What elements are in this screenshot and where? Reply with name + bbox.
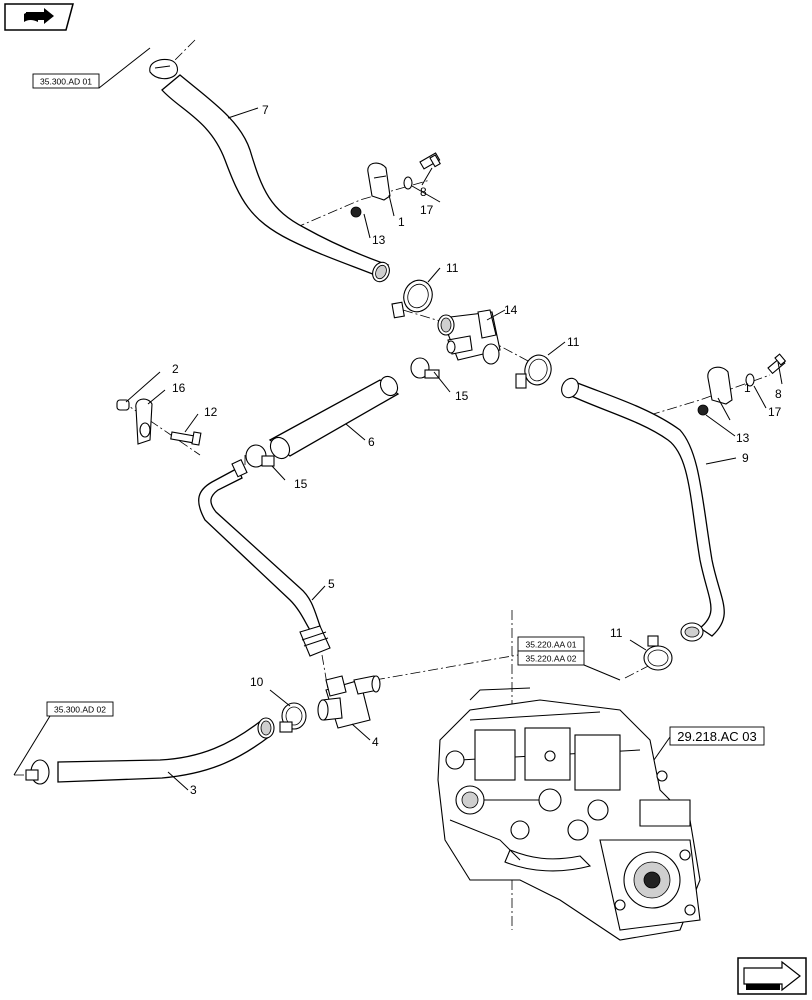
- spacer-2: [116, 399, 130, 411]
- bolt-8-right: [767, 353, 787, 375]
- callout-17-top: 17: [420, 203, 434, 217]
- callout-12: 12: [204, 405, 218, 419]
- callout-14: 14: [504, 303, 518, 317]
- clamp-15-mid: [410, 357, 440, 379]
- tee-4: [317, 675, 381, 729]
- hose-9: [561, 377, 737, 642]
- washer-17-right: [745, 373, 755, 387]
- callout-15-left: 15: [294, 477, 308, 491]
- next-page-arrow-icon[interactable]: [737, 957, 807, 995]
- callout-13-right: 13: [736, 431, 750, 445]
- hydraulic-pump-assembly: [437, 687, 701, 941]
- nut-13-top: [350, 206, 362, 218]
- callout-8-right: 8: [775, 387, 782, 401]
- callout-4: 4: [372, 735, 379, 749]
- ref-box-right-2[interactable]: 35.220.AA 02: [517, 650, 585, 666]
- clamp-11-upper: [391, 279, 433, 319]
- bracket-1-right: [707, 366, 733, 405]
- tube-5: [198, 459, 331, 657]
- ref-box-top[interactable]: 35.300.AD 01: [32, 73, 100, 89]
- clamp-11-lower: [643, 635, 673, 671]
- callout-16: 16: [172, 381, 186, 395]
- hose-3: [57, 717, 275, 791]
- washer-17-top: [403, 176, 413, 190]
- svg-text:29.218.AC 03: 29.218.AC 03: [677, 729, 757, 744]
- clamp-top: [149, 58, 179, 80]
- ref-box-right-1[interactable]: 35.220.AA 01: [517, 636, 585, 652]
- clamp-10: [279, 702, 307, 733]
- callout-6: 6: [368, 435, 375, 449]
- callout-11-lower: 11: [610, 626, 623, 640]
- clamp-lower-left: [25, 759, 50, 785]
- callout-15-mid: 15: [455, 389, 469, 403]
- clip-16: [135, 398, 153, 445]
- svg-text:35.220.AA 02: 35.220.AA 02: [525, 654, 576, 664]
- bolt-8-top: [419, 152, 441, 170]
- hose-6: [268, 375, 400, 460]
- hose-7: [161, 74, 390, 283]
- callout-10: 10: [250, 675, 264, 689]
- tee-14: [437, 309, 501, 365]
- callout-5: 5: [328, 577, 335, 591]
- svg-text:35.220.AA 01: 35.220.AA 01: [525, 640, 576, 650]
- callout-17-right: 17: [768, 405, 782, 419]
- svg-text:35.300.AD 01: 35.300.AD 01: [40, 77, 92, 87]
- bolt-12: [170, 431, 202, 446]
- svg-text:35.300.AD 02: 35.300.AD 02: [54, 705, 106, 715]
- book-arrow-icon[interactable]: [4, 3, 74, 31]
- callout-1-top: 1: [398, 215, 405, 229]
- clamp-11-right: [515, 354, 552, 389]
- callout-3: 3: [190, 783, 197, 797]
- clamp-15-left: [245, 444, 275, 468]
- callout-2: 2: [172, 362, 179, 376]
- callout-8-top: 8: [420, 185, 427, 199]
- callout-13-top: 13: [372, 233, 386, 247]
- callout-11-right: 11: [567, 335, 580, 349]
- callout-11-upper: 11: [446, 261, 459, 275]
- callout-7: 7: [262, 103, 269, 117]
- callout-labels: 7 8 17 1 13 11 14 11 2 16 12 15 6 15 5 1…: [172, 103, 782, 797]
- ref-box-mid-left[interactable]: 35.300.AD 02: [46, 701, 114, 717]
- nut-13-right: [697, 404, 709, 416]
- ref-box-pump[interactable]: 29.218.AC 03: [669, 726, 765, 746]
- callout-9: 9: [742, 451, 749, 465]
- bracket-1-top: [367, 162, 391, 201]
- callout-1-right: 1: [744, 381, 751, 395]
